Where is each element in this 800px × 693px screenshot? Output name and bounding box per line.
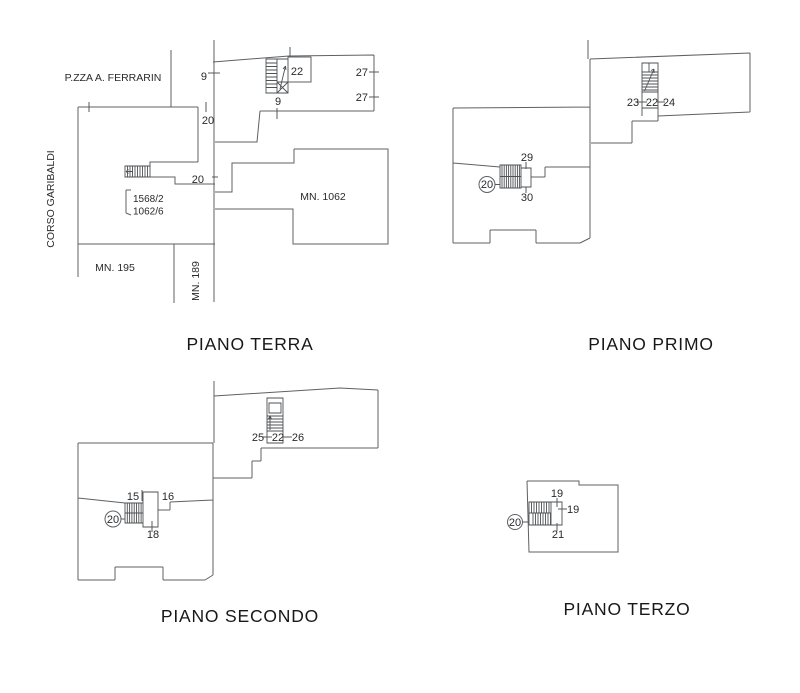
terzo-circle-20: 20 xyxy=(509,517,521,529)
terra-neighbor-mn1062-outline xyxy=(215,148,389,245)
terra-street-lines xyxy=(170,40,215,303)
primo-unit-circle xyxy=(478,176,496,193)
primo-lower-ticks xyxy=(495,162,527,193)
terra-upper-building-outline xyxy=(212,54,375,143)
primo-building-outline xyxy=(452,52,751,244)
terra-dimension-ticks xyxy=(88,47,379,178)
secondo-floor-title: PIANO SECONDO xyxy=(161,606,319,626)
terra-dim-9-left: 9 xyxy=(201,71,207,83)
piano-terzo-plan: 19 19 21 20 PIANO TERZO xyxy=(507,480,690,619)
terra-stair-icon-upper xyxy=(265,58,289,94)
piano-secondo-plan: 25 22 26 15 16 18 20 PIANO SECONDO xyxy=(77,381,379,626)
primo-room-24: 24 xyxy=(663,97,675,109)
secondo-room-26: 26 xyxy=(292,432,304,444)
terra-floor-title: PIANO TERRA xyxy=(186,334,313,354)
primo-stair-icon-upper xyxy=(641,62,659,116)
terzo-stair-icon xyxy=(528,501,563,526)
primo-room-23: 23 xyxy=(627,97,639,109)
secondo-circle-20: 20 xyxy=(107,514,119,526)
terra-parcel-mn189-label: MN. 189 xyxy=(190,261,202,301)
terra-room22-box xyxy=(287,56,312,83)
terra-dim-20-top: 20 xyxy=(202,115,214,127)
piano-primo-plan: 23 22 24 29 30 20 PIANO PRIMO xyxy=(452,40,751,354)
secondo-building-outline xyxy=(77,387,379,581)
terra-dim-9-mid: 9 xyxy=(275,96,281,108)
secondo-room-22: 22 xyxy=(272,432,284,444)
terra-street-piazza-label: P.ZZA A. FERRARIN xyxy=(65,72,162,84)
terzo-room-19-top: 19 xyxy=(551,488,563,500)
primo-circle-20: 20 xyxy=(481,179,493,191)
primo-room-30: 30 xyxy=(521,192,533,204)
piano-terra-plan: P.ZZA A. FERRARIN CORSO GARIBALDI 9 22 2… xyxy=(45,40,389,354)
terra-parcel-mn195-label: MN. 195 xyxy=(95,262,135,274)
secondo-stair-icon-lower xyxy=(124,491,159,528)
terzo-room-19-right: 19 xyxy=(567,504,579,516)
terra-dim-20-mid: 20 xyxy=(192,174,204,186)
terra-dim-27-top: 27 xyxy=(356,67,368,79)
terzo-floor-title: PIANO TERZO xyxy=(563,599,690,619)
secondo-room-18: 18 xyxy=(147,529,159,541)
terra-subaltern-1062-6: 1062/6 xyxy=(133,207,164,218)
terra-street-corso-label: CORSO GARIBALDI xyxy=(45,150,57,247)
primo-stair-icon-lower xyxy=(499,164,532,189)
terra-room-22: 22 xyxy=(291,66,303,78)
terra-parcel-mn1062-label: MN. 1062 xyxy=(300,191,346,203)
secondo-stair-icon-upper xyxy=(266,397,284,444)
terra-subaltern-bracket xyxy=(125,189,132,216)
terzo-building-outline xyxy=(526,480,619,553)
primo-room-29: 29 xyxy=(521,152,533,164)
secondo-lower-ticks xyxy=(121,490,153,532)
primo-floor-title: PIANO PRIMO xyxy=(588,334,713,354)
terra-left-building-outline xyxy=(77,106,215,277)
secondo-unit-circle xyxy=(104,510,122,528)
secondo-room-16: 16 xyxy=(162,491,174,503)
terzo-room-21: 21 xyxy=(552,529,564,541)
secondo-room-15: 15 xyxy=(127,491,139,503)
terra-dim-27-bottom: 27 xyxy=(356,92,368,104)
primo-room-22: 22 xyxy=(646,97,658,109)
terzo-unit-circle xyxy=(507,514,523,530)
terzo-ticks xyxy=(523,498,567,531)
terra-stair-icon-left xyxy=(124,165,151,178)
terra-subaltern-1568-2: 1568/2 xyxy=(133,194,164,205)
secondo-room-25: 25 xyxy=(252,432,264,444)
